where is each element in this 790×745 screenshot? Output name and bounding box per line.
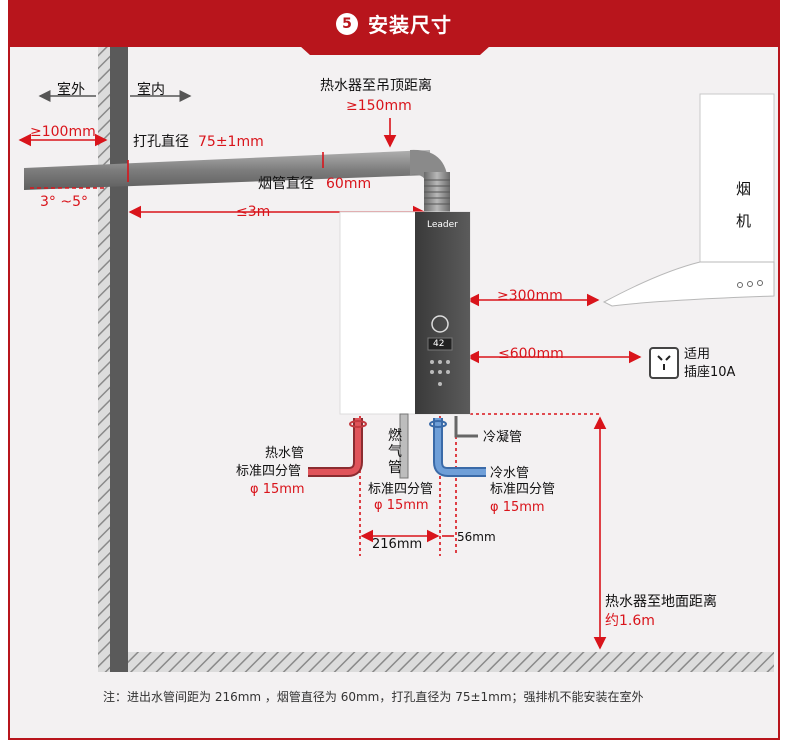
- knob-icon: [431, 315, 449, 333]
- hot-water-pipe: [308, 418, 367, 477]
- power-socket-icon: [649, 347, 679, 379]
- hot-pipe-label-1: 热水管: [265, 446, 305, 461]
- footnote: 注：进出水管间距为 216mm ，烟管直径为 60mm，打孔直径为 75±1mm…: [103, 690, 644, 704]
- section-header: 5 安装尺寸: [8, 0, 780, 47]
- dimension-lines: [18, 118, 642, 650]
- condensate-pipe: [454, 416, 478, 438]
- floor-distance-label: 热水器至地面距离: [605, 594, 717, 610]
- brand-logo: Leader: [427, 220, 458, 230]
- floor-distance-value: 约1.6m: [605, 613, 655, 629]
- flue-length-label: ≤3m: [236, 204, 271, 220]
- section-number-badge: 5: [336, 12, 358, 35]
- floor: [128, 652, 774, 672]
- pipe-spacing-label: 216mm: [372, 537, 423, 552]
- hole-diameter-value: 75±1mm: [198, 134, 264, 150]
- display-screen: [427, 337, 453, 351]
- flue-diameter-value: 60mm: [326, 176, 372, 192]
- range-hood: [602, 93, 775, 307]
- slope-label: 3° ~5°: [40, 194, 88, 210]
- display-reading: 42: [433, 339, 445, 349]
- socket-label-2: 插座10A: [684, 365, 736, 380]
- wall: [98, 47, 128, 672]
- cold-pipe-size: φ 15mm: [490, 500, 545, 515]
- cold-pipe-label-1: 冷水管: [490, 466, 530, 481]
- cold-pipe-label-2: 标准四分管: [490, 482, 556, 497]
- cold-water-pipe: [429, 418, 486, 477]
- section-title: 5 安装尺寸: [8, 0, 780, 47]
- range-hood-label-1: 烟: [736, 180, 752, 198]
- hole-diameter-label: 打孔直径: [133, 134, 189, 150]
- condensate-pipe-label: 冷凝管: [483, 430, 523, 445]
- socket-distance-label: ≤600mm: [498, 346, 564, 362]
- wall-protrusion-label: ≥100mm: [30, 124, 96, 140]
- gas-pipe: [399, 413, 409, 479]
- flue-pipe: [24, 149, 450, 212]
- socket-label-1: 适用: [684, 347, 711, 362]
- gas-pipe-label-3: 管: [388, 460, 402, 476]
- offset-distance-label: 56mm: [457, 530, 496, 544]
- flue-diameter-label: 烟管直径: [258, 176, 314, 192]
- indoor-label: 室内: [137, 82, 165, 98]
- hot-pipe-size: φ 15mm: [250, 482, 305, 497]
- hood-distance-label: ≥300mm: [497, 288, 563, 304]
- section-title-text: 安装尺寸: [368, 13, 452, 37]
- gas-pipe-standard: 标准四分管: [368, 482, 434, 497]
- gas-pipe-label-1: 燃: [388, 428, 402, 444]
- ceiling-distance-label: 热水器至吊顶距离: [320, 78, 432, 94]
- water-heater: [339, 211, 471, 415]
- hot-pipe-label-2: 标准四分管: [236, 464, 302, 479]
- ceiling-distance-value: ≥150mm: [346, 98, 412, 114]
- gas-pipe-size: φ 15mm: [374, 498, 429, 513]
- gas-pipe-label-2: 气: [388, 444, 402, 460]
- range-hood-label-2: 机: [736, 212, 752, 230]
- outdoor-label: 室外: [57, 82, 85, 98]
- header-notch: [300, 46, 490, 55]
